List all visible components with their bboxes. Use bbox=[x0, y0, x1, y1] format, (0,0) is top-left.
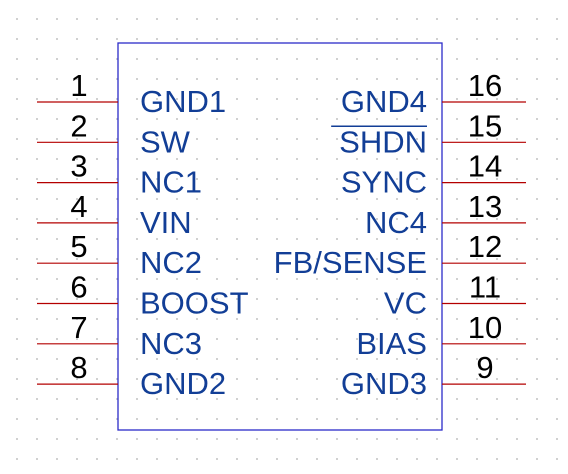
pin-10: 10 BIAS bbox=[356, 310, 526, 361]
pin-number: 3 bbox=[70, 149, 87, 184]
pin-3: 3 NC1 bbox=[37, 149, 202, 200]
pin-number: 14 bbox=[468, 149, 502, 184]
pin-11: 11 VC bbox=[384, 270, 526, 321]
pin-name-boost: BOOST bbox=[140, 286, 249, 321]
pin-1: 1 GND1 bbox=[37, 68, 226, 119]
pin-number: 6 bbox=[70, 270, 87, 305]
pin-number: 9 bbox=[476, 350, 493, 385]
pin-name-nc3: NC3 bbox=[140, 326, 202, 361]
pin-number: 8 bbox=[70, 350, 87, 385]
pin-2: 2 SW bbox=[37, 108, 191, 159]
pin-number: 7 bbox=[70, 310, 87, 345]
pin-name-shdn: SHDN bbox=[339, 124, 427, 159]
pin-name-gnd3: GND3 bbox=[341, 366, 427, 401]
pin-name-sw: SW bbox=[140, 124, 191, 159]
pin-9: 9 GND3 bbox=[341, 350, 526, 401]
pin-number: 12 bbox=[468, 229, 502, 264]
pin-number: 5 bbox=[70, 229, 87, 264]
pin-number: 10 bbox=[468, 310, 502, 345]
pin-name-nc1: NC1 bbox=[140, 165, 202, 200]
pin-name-nc2: NC2 bbox=[140, 245, 202, 280]
pin-name-sync: SYNC bbox=[341, 165, 427, 200]
pin-13: 13 NC4 bbox=[365, 189, 526, 240]
component-body bbox=[117, 42, 443, 431]
pin-16: 16 GND4 bbox=[341, 68, 526, 119]
pin-4: 4 VIN bbox=[37, 189, 192, 240]
pin-number: 2 bbox=[70, 108, 87, 143]
pin-7: 7 NC3 bbox=[37, 310, 202, 361]
pin-number: 11 bbox=[469, 270, 501, 305]
left-pins: 1 GND1 2 SW 3 NC1 4 VIN 5 NC2 6 BOOST 7 NC3 8 GND2 bbox=[37, 68, 249, 401]
pin-5: 5 NC2 bbox=[37, 229, 202, 280]
pin-12: 12 FB/SENSE bbox=[274, 229, 526, 280]
pin-15: 15 SHDN bbox=[331, 108, 526, 159]
right-pins: 16 GND4 15 SHDN 14 SYNC 13 NC4 12 FB/SENSE 11 VC 10 B… bbox=[274, 68, 526, 401]
pin-name-gnd4: GND4 bbox=[341, 84, 427, 119]
pin-name-vin: VIN bbox=[140, 205, 192, 240]
pin-number: 15 bbox=[468, 108, 502, 143]
pin-name-nc4: NC4 bbox=[365, 205, 427, 240]
pin-number: 13 bbox=[468, 189, 502, 224]
pin-14: 14 SYNC bbox=[341, 149, 526, 200]
pin-6: 6 BOOST bbox=[37, 270, 249, 321]
pin-number: 1 bbox=[70, 68, 87, 103]
pin-name-bias: BIAS bbox=[356, 326, 427, 361]
pin-number: 16 bbox=[468, 68, 502, 103]
pin-8: 8 GND2 bbox=[37, 350, 226, 401]
pin-name-gnd2: GND2 bbox=[140, 366, 226, 401]
pin-number: 4 bbox=[70, 189, 87, 224]
pin-name-vc: VC bbox=[384, 286, 427, 321]
pin-name-gnd1: GND1 bbox=[140, 84, 226, 119]
pin-name-fb-sense: FB/SENSE bbox=[274, 245, 427, 280]
